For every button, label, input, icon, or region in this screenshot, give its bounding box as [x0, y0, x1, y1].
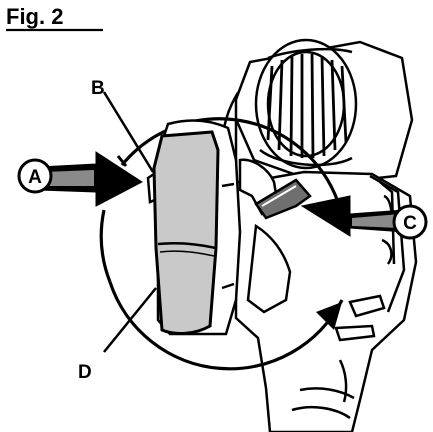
callout-label-d: D	[78, 362, 92, 383]
figure-title: Fig. 2	[6, 4, 63, 29]
circle-label-c-badge	[392, 204, 428, 240]
leader-line-d	[103, 287, 157, 353]
arrow-a	[39, 151, 143, 207]
circle-label-a-badge	[17, 158, 53, 194]
circle-label-c: C	[403, 213, 417, 234]
ring-tick	[116, 155, 128, 167]
trigger-switch	[152, 130, 220, 335]
ring-pointer-arrow	[316, 302, 342, 330]
drill-chuck	[230, 38, 414, 186]
direction-selector-right-highlight	[261, 185, 297, 207]
arrow-c	[300, 195, 405, 237]
leader-line-b	[102, 91, 155, 173]
callout-label-b: B	[91, 78, 105, 99]
zoom-callout-ring-left	[99, 209, 112, 283]
circle-label-a: A	[28, 167, 42, 188]
direction-selector-right	[254, 178, 312, 220]
